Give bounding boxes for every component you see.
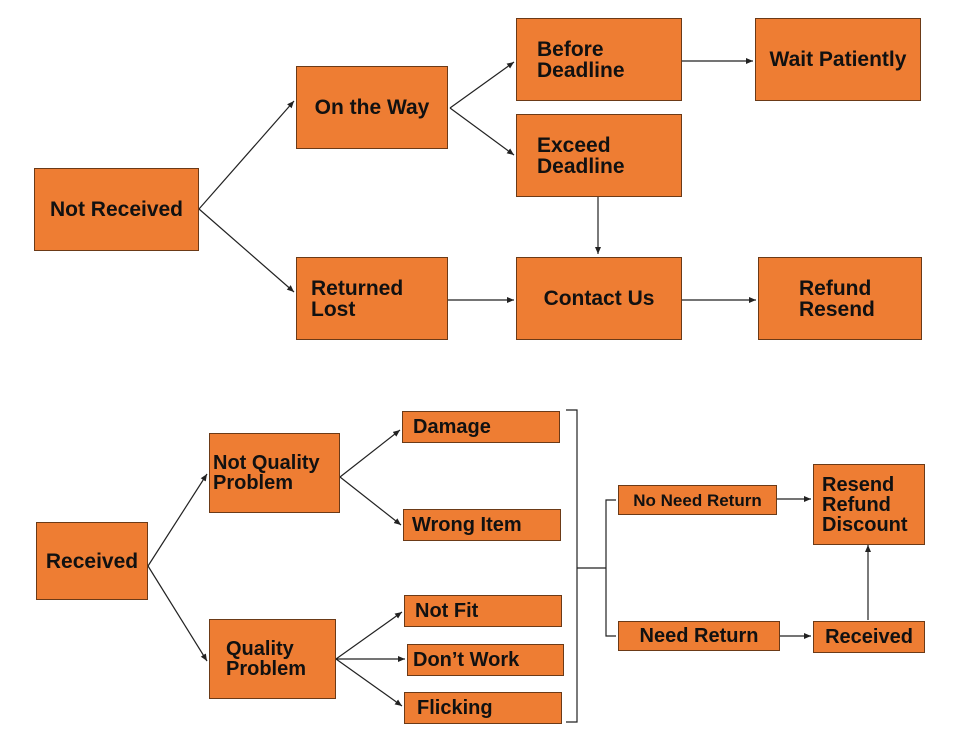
node-need-return: Need Return [618, 621, 780, 651]
node-damage: Damage [402, 411, 560, 443]
node-label: Not Received [49, 198, 184, 221]
arrow-quality-to-flicking [335, 658, 403, 707]
arrow-quality-to-not-fit [335, 611, 403, 660]
arrow-received-to-not-quality-problem [147, 473, 208, 567]
node-wait-patiently: Wait Patiently [755, 18, 921, 101]
arrow-not-quality-to-wrong-item [339, 476, 402, 526]
node-label: Quality Problem [226, 638, 307, 680]
arrow-on-the-way-to-before-deadline [449, 61, 515, 109]
arrow-on-the-way-to-exceed-deadline [449, 107, 515, 156]
node-wrong-item: Wrong Item [403, 509, 561, 541]
node-flicking: Flicking [404, 692, 562, 724]
split-bracket [605, 499, 616, 637]
arrow-not-received-to-on-the-way [198, 100, 295, 210]
arrow-received-to-quality-problem [147, 565, 208, 662]
node-label: Resend Refund Discount [822, 473, 908, 536]
node-label: Wait Patiently [769, 48, 907, 71]
node-label: Wrong Item [412, 514, 522, 536]
node-received: Received [36, 522, 148, 600]
node-exceed-deadline: Exceed Deadline [516, 114, 682, 197]
node-label: Not Fit [415, 600, 479, 622]
node-returned-lost: Returned Lost [296, 257, 448, 340]
node-label: Need Return [639, 625, 759, 647]
node-not-received: Not Received [34, 168, 199, 251]
node-label: No Need Return [633, 490, 762, 510]
arrow-not-received-to-returned-lost [198, 208, 295, 293]
node-quality-problem: Quality Problem [209, 619, 336, 699]
node-label: Returned Lost [311, 276, 404, 321]
node-label: Don’t Work [413, 649, 520, 671]
node-contact-us: Contact Us [516, 257, 682, 340]
node-refund-resend: Refund Resend [758, 257, 922, 340]
arrow-not-quality-to-damage [339, 429, 401, 478]
node-received-after-return: Received [813, 621, 925, 653]
node-label: Flicking [417, 697, 493, 719]
node-label: Before Deadline [537, 37, 625, 82]
node-not-fit: Not Fit [404, 595, 562, 627]
node-dont-work: Don’t Work [407, 644, 564, 676]
node-resend-refund-discount: Resend Refund Discount [813, 464, 925, 545]
node-label: Exceed Deadline [537, 133, 625, 178]
node-label: Refund Resend [799, 276, 875, 321]
node-not-quality-problem: Not Quality Problem [209, 433, 340, 513]
node-label: Damage [413, 416, 491, 438]
node-before-deadline: Before Deadline [516, 18, 682, 101]
node-no-need-return: No Need Return [618, 485, 777, 515]
node-label: Not Quality Problem [213, 452, 320, 494]
node-on-the-way: On the Way [296, 66, 448, 149]
grouping-bracket [566, 409, 578, 723]
node-label: Received [45, 549, 139, 573]
node-label: Contact Us [543, 287, 655, 310]
node-label: Received [825, 626, 913, 648]
node-label: On the Way [314, 96, 430, 119]
